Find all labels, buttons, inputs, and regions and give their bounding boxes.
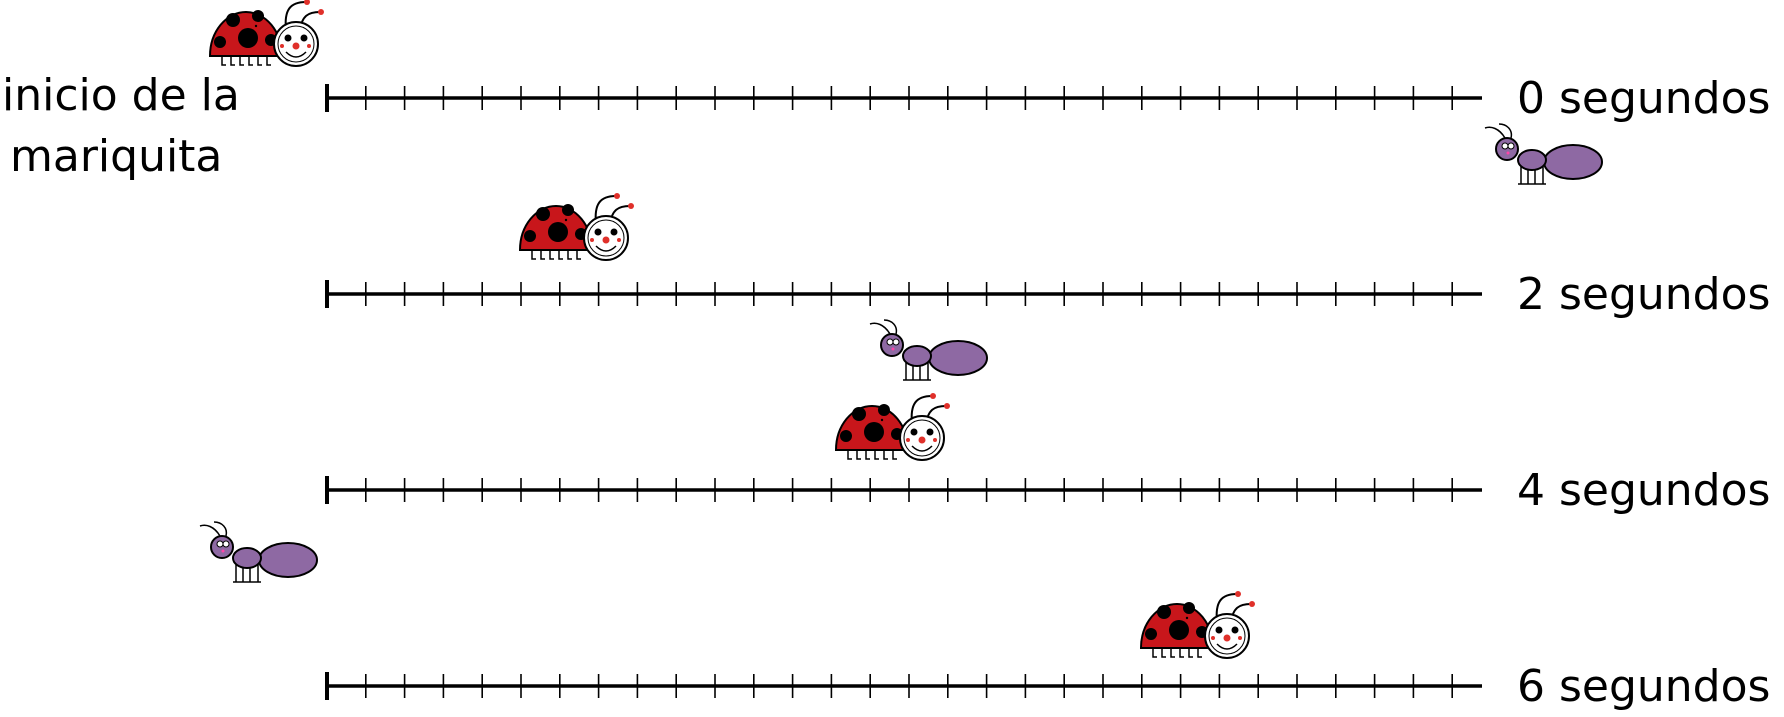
ladybug-6s (1140, 590, 1256, 659)
time-label: 0 segundos (1517, 73, 1770, 124)
start-label-line2: mariquita (10, 131, 222, 182)
number-line-3: 6 segundos (325, 661, 1770, 712)
start-label-line1: inicio de la (2, 70, 240, 121)
ladybug-2s (519, 192, 635, 261)
number-lines: 0 segundos 2 segundos 4 segundos 6 segundos (325, 73, 1770, 712)
ladybug-4s (835, 392, 951, 461)
number-line-0: 0 segundos (325, 73, 1770, 124)
time-label: 4 segundos (1517, 465, 1770, 516)
number-line-1: 2 segundos (325, 269, 1770, 320)
ant-4s (199, 521, 318, 583)
ant-0s (1484, 123, 1603, 185)
number-line-2: 4 segundos (325, 465, 1770, 516)
ladybug-0s (209, 0, 325, 67)
time-label: 2 segundos (1517, 269, 1770, 320)
time-label: 6 segundos (1517, 661, 1770, 712)
ant-2s (869, 319, 988, 381)
